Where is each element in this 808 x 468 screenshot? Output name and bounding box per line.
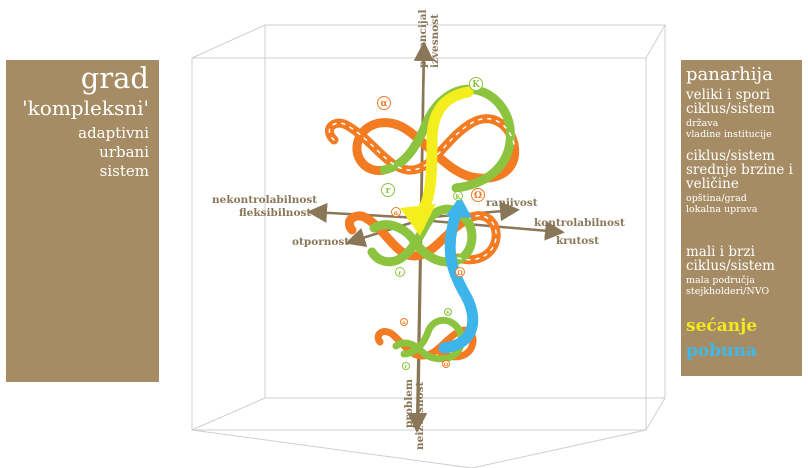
axis-label-right-1: ranjivost: [486, 197, 538, 209]
axis-label-top-2: izvesnost: [429, 14, 441, 68]
axis-label-right-2: kontrolabilnost: [534, 217, 625, 229]
omega-letter-large: Ω: [474, 191, 482, 201]
omega-letter-medium: Ω: [457, 270, 463, 277]
cube-edge-top-right: [646, 25, 665, 58]
alpha-letter-small: α: [402, 320, 406, 326]
k-letter-large: K: [472, 80, 481, 90]
alpha-letter-large: α: [381, 99, 388, 109]
cube-edge-bottom-left: [192, 398, 265, 430]
axis-label-front-left: otpornost: [292, 236, 349, 248]
axis-label-right-3: krutost: [556, 235, 599, 247]
cube-bottom-diag-1: [192, 430, 472, 468]
axis-label-bottom-2: neizvesnost: [414, 381, 426, 450]
axis-label-top-1: potencijal: [417, 10, 429, 68]
r-letter-large: r: [386, 186, 391, 196]
r-letter-small: r: [405, 364, 408, 370]
k-letter-medium: K: [455, 194, 461, 201]
cube-bottom-diag-2: [472, 430, 646, 468]
omega-letter-small: Ω: [444, 362, 449, 368]
axis-label-left-1: nekontrolabilnost: [212, 194, 317, 206]
axis-label-left-2: fleksibilnost: [239, 207, 311, 219]
alpha-letter-medium: α: [394, 210, 399, 217]
k-letter-small: K: [446, 310, 451, 316]
